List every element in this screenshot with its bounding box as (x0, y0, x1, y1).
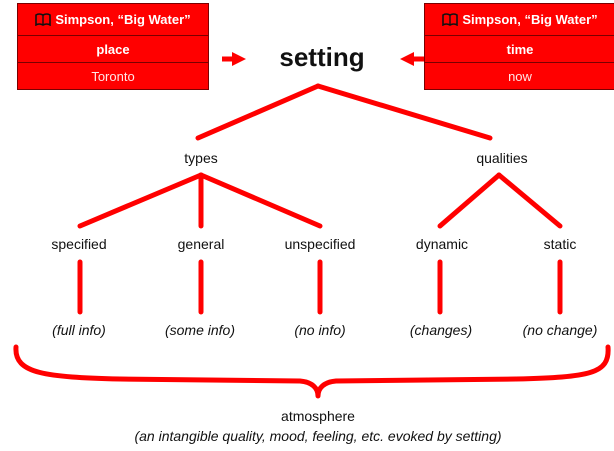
book-icon (35, 13, 52, 26)
grouping-brace (13, 344, 611, 399)
leaf-static: static (543, 236, 577, 252)
card-heading: time (425, 35, 614, 62)
leaf-unspecified: unspecified (284, 236, 356, 252)
card-heading: place (18, 35, 208, 62)
leaf-general: general (177, 236, 225, 252)
root-node: setting (279, 42, 365, 72)
note-static: (no change) (522, 322, 598, 338)
note-dynamic: (changes) (409, 322, 473, 338)
note-general: (some info) (164, 322, 236, 338)
connector-qualities-static (496, 172, 563, 229)
footer-label: atmosphere (281, 408, 355, 424)
connector-root-types (195, 83, 321, 141)
leaf-dynamic: dynamic (415, 236, 469, 252)
card-title-row: Simpson, “Big Water” (425, 4, 614, 35)
connector-qualities-dynamic (437, 172, 502, 229)
note-unspecified: (no info) (294, 322, 346, 338)
card-title-row: Simpson, “Big Water” (18, 4, 208, 35)
connector-root-qualities (315, 83, 493, 141)
footer-description: (an intangible quality, mood, feeling, e… (134, 428, 502, 444)
card-value: Toronto (18, 62, 208, 89)
arrow-left-head (232, 52, 246, 66)
book-icon (442, 13, 459, 26)
card-title: Simpson, “Big Water” (55, 12, 191, 27)
connector-types-unspecified (198, 172, 323, 229)
branch-qualities: qualities (476, 150, 528, 166)
card-value: now (425, 62, 614, 89)
source-card-place: Simpson, “Big Water” place Toronto (17, 3, 209, 90)
source-card-time: Simpson, “Big Water” time now (424, 3, 614, 90)
connector-types-specified (77, 172, 204, 229)
leaf-specified: specified (51, 236, 107, 252)
note-specified: (full info) (52, 322, 106, 338)
arrow-right-head (400, 52, 414, 66)
card-title: Simpson, “Big Water” (462, 12, 598, 27)
branch-types: types (184, 150, 218, 166)
